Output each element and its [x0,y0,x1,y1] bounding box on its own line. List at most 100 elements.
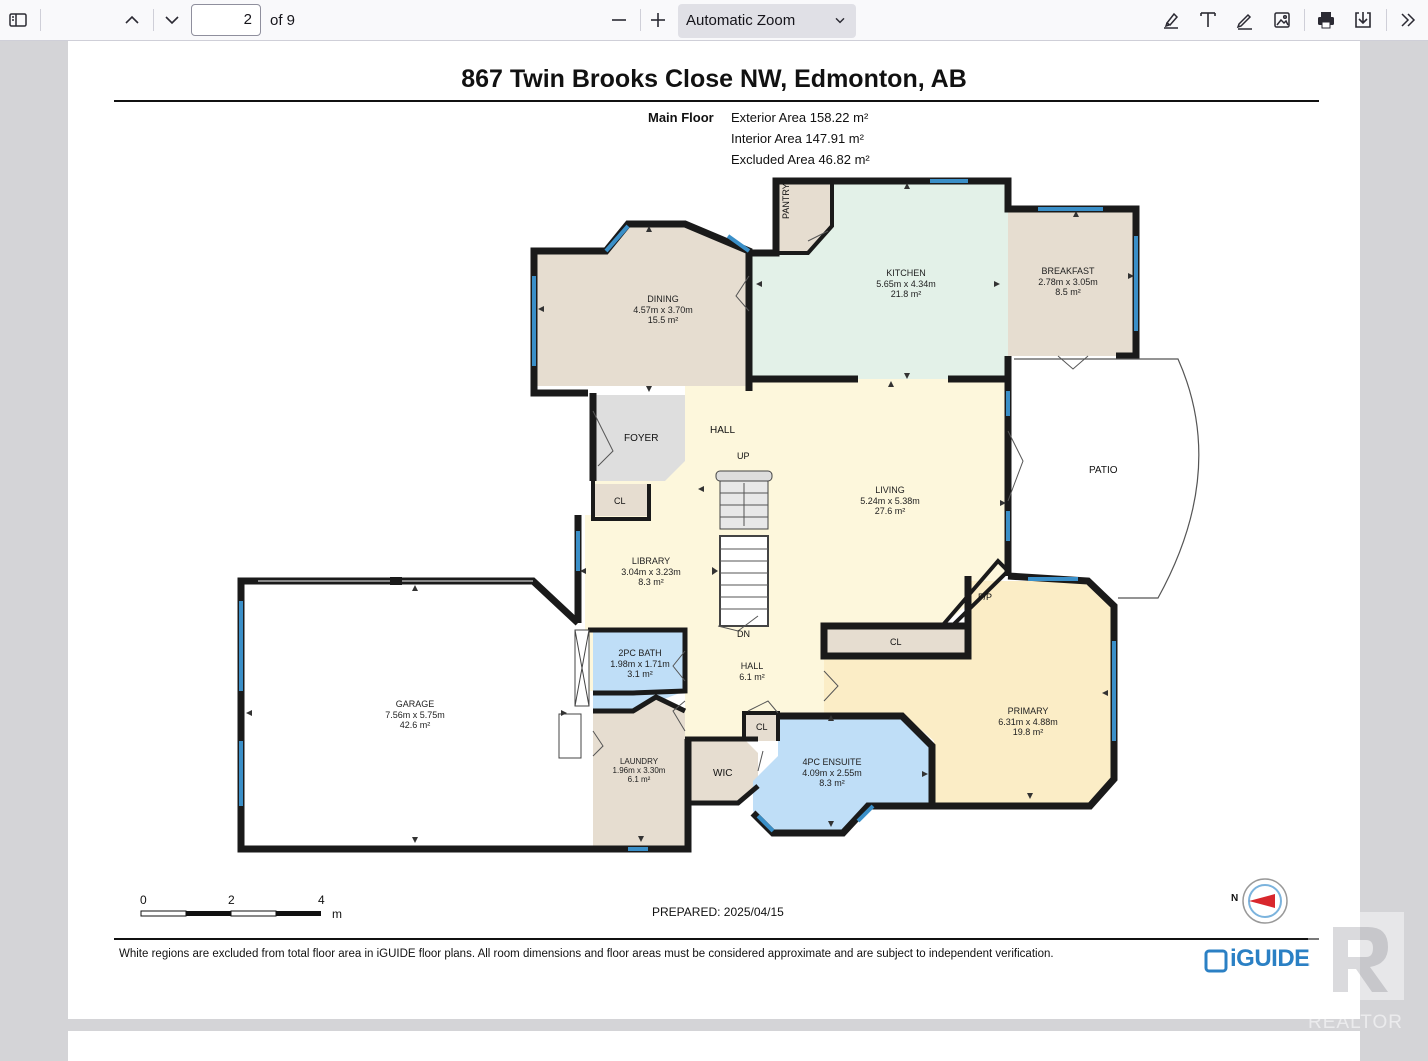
room-pantry: PANTRY [781,183,791,219]
page-count: of 9 [270,12,296,29]
room-area: 8.5 m² [1055,287,1081,297]
prepared-date: PREPARED: 2025/04/15 [652,905,784,919]
floor-plan [114,177,1319,973]
room-area: 42.6 m² [399,720,431,730]
stairs-up: UP [737,451,750,461]
room-name: PRIMARY [1007,706,1049,716]
save-icon[interactable] [1347,4,1379,36]
compass-graphic [1242,878,1288,924]
closet-foyer: CL [614,496,626,506]
room-area: 6.1 m² [739,671,765,682]
room-ensuite: 4PC ENSUITE 4.09m x 2.55m 8.3 m² [802,757,862,789]
room-dims: 1.96m x 3.30m [612,766,666,775]
sidebar-toggle-icon[interactable] [2,4,34,36]
room-area: 21.8 m² [890,289,922,299]
zoom-value: Automatic Zoom [686,12,796,29]
kitchen-fill [749,181,1008,379]
toolbar-separator [1386,9,1387,31]
room-foyer: FOYER [624,433,659,444]
compass-north-label: N [1231,893,1239,904]
room-hall: HALL 6.1 m² [739,661,765,682]
breakfast-fill [1008,209,1136,356]
minus-icon[interactable] [603,4,635,36]
toolbar-separator [640,9,641,31]
room-area: 3.1 m² [627,669,653,679]
room-name: LAUNDRY [619,757,659,766]
scale-unit: m [332,907,342,921]
room-name: HALL [740,661,764,671]
text-icon[interactable] [1192,4,1224,36]
primary-fill [824,581,1114,806]
page-number-input[interactable]: 2 [191,4,261,36]
toolbar-separator [1304,9,1305,31]
room-area: 15.5 m² [647,315,679,325]
interior-area: Interior Area 147.91 m² [731,131,864,146]
room-area: 8.3 m² [819,778,845,788]
room-dims: 5.24m x 5.38m [860,495,920,506]
living-fill [585,379,1008,739]
room-dims: 1.98m x 1.71m [610,658,670,669]
room-dining: DINING 4.57m x 3.70m 15.5 m² [633,294,693,326]
stairs-down: DN [737,629,750,639]
title-rule [114,100,1319,102]
document-title: 867 Twin Brooks Close NW, Edmonton, AB [461,65,967,93]
room-dims: 5.65m x 4.34m [876,278,936,289]
realtor-text: REALTOR [1308,1012,1403,1033]
excluded-area: Excluded Area 46.82 m² [731,152,870,167]
highlight-icon[interactable] [1155,4,1187,36]
room-primary: PRIMARY 6.31m x 4.88m 19.8 m² [998,706,1058,738]
chevron-down-icon[interactable] [156,4,188,36]
image-icon[interactable] [1266,4,1298,36]
room-name: 4PC ENSUITE [802,757,862,767]
chevron-up-icon[interactable] [116,4,148,36]
print-icon[interactable] [1310,4,1342,36]
room-area: 6.1 m² [627,775,651,784]
room-name: DINING [647,294,679,304]
room-area: 19.8 m² [1012,727,1044,737]
draw-icon[interactable] [1229,4,1261,36]
room-dims: 7.56m x 5.75m [385,709,445,720]
toolbar-separator [40,9,41,31]
scale-bar [140,910,321,917]
iguide-logo: iGUIDE [1230,945,1310,972]
foyer-fill [593,395,685,481]
room-name: BREAKFAST [1041,266,1095,276]
room-area: 27.6 m² [874,506,906,516]
ensuite-fill [753,716,932,831]
dining-fill [534,224,749,386]
plus-icon[interactable] [642,4,674,36]
room-name: LIBRARY [631,556,671,566]
room-patio: PATIO [1089,465,1118,476]
room-name: GARAGE [395,699,435,709]
room-breakfast: BREAKFAST 2.78m x 3.05m 8.5 m² [1038,266,1098,298]
exterior-area: Exterior Area 158.22 m² [731,110,869,125]
room-garage: GARAGE 7.56m x 5.75m 42.6 m² [385,699,445,731]
room-dims: 6.31m x 4.88m [998,716,1058,727]
scale-label-2: 2 [228,893,235,907]
pdf-page: 867 Twin Brooks Close NW, Edmonton, AB M… [68,41,1360,1019]
fireplace-label: F/P [978,592,993,602]
room-2pc-bath: 2PC BATH 1.98m x 1.71m 3.1 m² [610,648,670,680]
room-wic: WIC [713,768,733,779]
realtor-watermark: REALTOR [1308,912,1408,1042]
room-area: 8.3 m² [638,577,664,587]
room-kitchen: KITCHEN 5.65m x 4.34m 21.8 m² [876,268,936,300]
chevron-down-icon [832,12,848,32]
zoom-select[interactable]: Automatic Zoom [678,4,856,38]
room-name: KITCHEN [886,268,926,278]
disclaimer: White regions are excluded from total fl… [119,948,1054,960]
toolbar-separator [153,9,154,31]
room-dims: 2.78m x 3.05m [1038,276,1098,287]
scale-label-4: 4 [318,893,325,907]
room-laundry: LAUNDRY 1.96m x 3.30m 6.1 m² [613,757,666,784]
closet-hall: CL [756,722,768,732]
room-dims: 3.04m x 3.23m [621,566,681,577]
next-pdf-page [68,1031,1360,1061]
room-dims: 4.57m x 3.70m [633,304,693,315]
room-name: LIVING [875,485,905,495]
pdf-toolbar: 2 of 9 Automatic Zoom [0,0,1428,41]
room-hall-top: HALL [710,425,736,436]
room-library: LIBRARY 3.04m x 3.23m 8.3 m² [621,556,681,588]
more-tools-icon[interactable] [1392,4,1424,36]
room-living: LIVING 5.24m x 5.38m 27.6 m² [860,485,920,517]
